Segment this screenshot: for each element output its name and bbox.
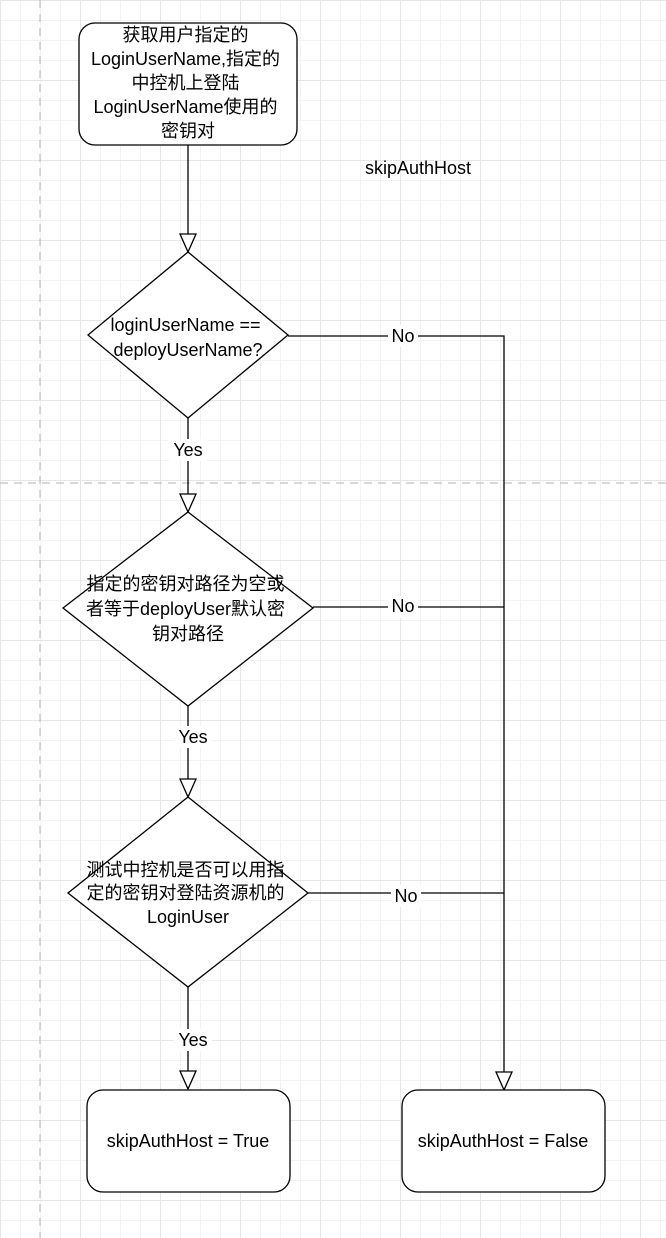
edge-label-d2-yes: Yes — [178, 727, 207, 747]
decision2-line-2: 者等于deployUser默认密 — [86, 599, 285, 619]
arrowhead-decision3 — [178, 778, 198, 799]
edge-label-d1-yes: Yes — [173, 440, 202, 460]
arrowhead-true — [178, 1070, 198, 1091]
start-line-2: LoginUserName,指定的 — [91, 49, 280, 69]
decision1-node — [86, 251, 290, 419]
decision2-line-3: 钥对路径 — [152, 624, 224, 644]
arrowhead-decision1 — [178, 233, 198, 254]
arrowhead-false — [494, 1071, 514, 1092]
edge-label-d3-no: No — [394, 886, 417, 906]
decision2-line-1: 指定的密钥对路径为空或 — [86, 574, 284, 594]
start-node — [78, 22, 298, 146]
arrowhead-decision2 — [178, 493, 198, 514]
label-bg-d3-yes — [174, 1029, 212, 1051]
start-line-3: 中控机上登陆 — [131, 73, 239, 93]
decision1-line-1: loginUserName == — [110, 315, 260, 335]
result-false-text: skipAuthHost = False — [418, 1131, 589, 1151]
start-line-4: LoginUserName使用的 — [93, 97, 277, 117]
result-true-node — [86, 1089, 291, 1193]
decision3-line-3: LoginUser — [147, 907, 229, 927]
edge-label-d1-no: No — [391, 326, 414, 346]
decision2-node — [61, 511, 315, 707]
decision3-line-2: 定的密钥对登陆资源机的 — [86, 883, 284, 903]
result-false-node — [401, 1089, 606, 1193]
label-bg-d1-no — [388, 325, 418, 347]
start-line-1: 获取用户指定的 — [122, 25, 248, 45]
result-true-text: skipAuthHost = True — [107, 1131, 270, 1151]
start-line-5: 密钥对 — [161, 121, 215, 141]
edge-decision1-no — [288, 335, 505, 1072]
decision2-text: 指定的密钥对路径为空或 者等于deployUser默认密 钥对路径 — [86, 574, 290, 644]
decision3-line-1: 测试中控机是否可以用指 — [86, 860, 284, 880]
label-bg-d2-yes — [174, 726, 212, 748]
start-node-text: 获取用户指定的 LoginUserName,指定的 中控机上登陆 LoginUs… — [91, 25, 285, 141]
edge-label-d3-yes: Yes — [178, 1030, 207, 1050]
diagram-title: skipAuthHost — [365, 158, 471, 178]
decision3-node — [66, 796, 310, 988]
decision1-text: loginUserName == deployUserName? — [110, 315, 265, 360]
label-bg-d1-yes — [169, 439, 207, 461]
decision3-text: 测试中控机是否可以用指 定的密钥对登陆资源机的 LoginUser — [86, 860, 289, 927]
decision1-line-2: deployUserName? — [113, 340, 262, 360]
label-bg-d3-no — [391, 885, 421, 907]
label-bg-d2-no — [388, 596, 418, 618]
edge-label-d2-no: No — [391, 596, 414, 616]
